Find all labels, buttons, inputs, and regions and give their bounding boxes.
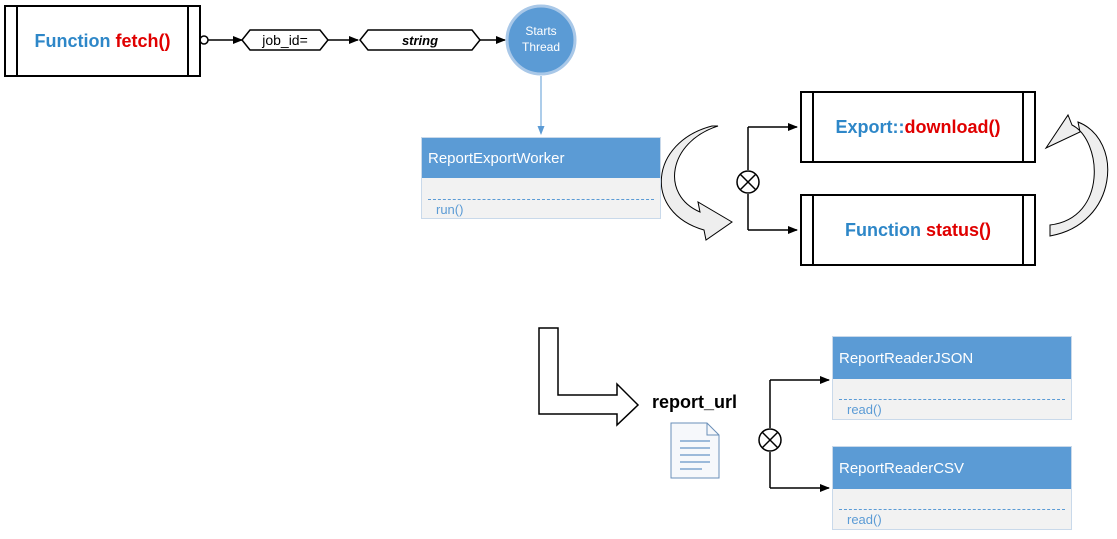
report-reader-csv-class: ReportReaderCSV read() xyxy=(832,446,1072,530)
class-divider xyxy=(839,399,1065,400)
bent-arrow-icon xyxy=(538,327,640,427)
report-reader-json-title: ReportReaderJSON xyxy=(833,337,1071,379)
report-reader-json-class: ReportReaderJSON read() xyxy=(832,336,1072,420)
fetch-keyword: Function xyxy=(34,30,111,51)
fetch-to-param-connector xyxy=(199,35,243,45)
report-export-worker-class: ReportExportWorker run() xyxy=(421,137,661,219)
xor-gate-export xyxy=(736,123,798,234)
status-function-box: Function status() xyxy=(800,194,1036,266)
curved-arrow-left-icon xyxy=(660,125,733,241)
report-reader-json-method: read() xyxy=(847,402,882,417)
param-type-pill xyxy=(359,29,481,51)
starts-thread-node xyxy=(505,4,577,76)
class-divider xyxy=(839,509,1065,510)
document-icon xyxy=(670,422,720,479)
report-reader-csv-method: read() xyxy=(847,512,882,527)
param-label: job_id= xyxy=(262,32,308,48)
report-url-label: report_url xyxy=(652,392,738,412)
download-name: download() xyxy=(904,116,1001,137)
report-export-worker-method: run() xyxy=(436,202,464,217)
starts-thread-line2: Thread xyxy=(521,40,561,54)
param-type: string xyxy=(401,32,439,48)
starts-thread-label: Starts Thread xyxy=(507,23,575,55)
xor-gate-readers xyxy=(758,376,830,492)
status-keyword: Function xyxy=(844,219,921,240)
download-keyword: Export:: xyxy=(835,116,905,137)
starts-thread-line1: Starts xyxy=(525,24,557,38)
class-divider xyxy=(428,199,654,200)
curved-arrow-right-icon xyxy=(1044,113,1109,237)
report-reader-csv-title: ReportReaderCSV xyxy=(833,447,1071,489)
status-name: status() xyxy=(925,219,991,240)
fetch-function-box: Function fetch() xyxy=(4,5,201,77)
param-label-pill xyxy=(241,29,329,51)
export-download-box: Export::download() xyxy=(800,91,1036,163)
fetch-name: fetch() xyxy=(115,30,171,51)
report-export-worker-title: ReportExportWorker xyxy=(422,138,660,178)
